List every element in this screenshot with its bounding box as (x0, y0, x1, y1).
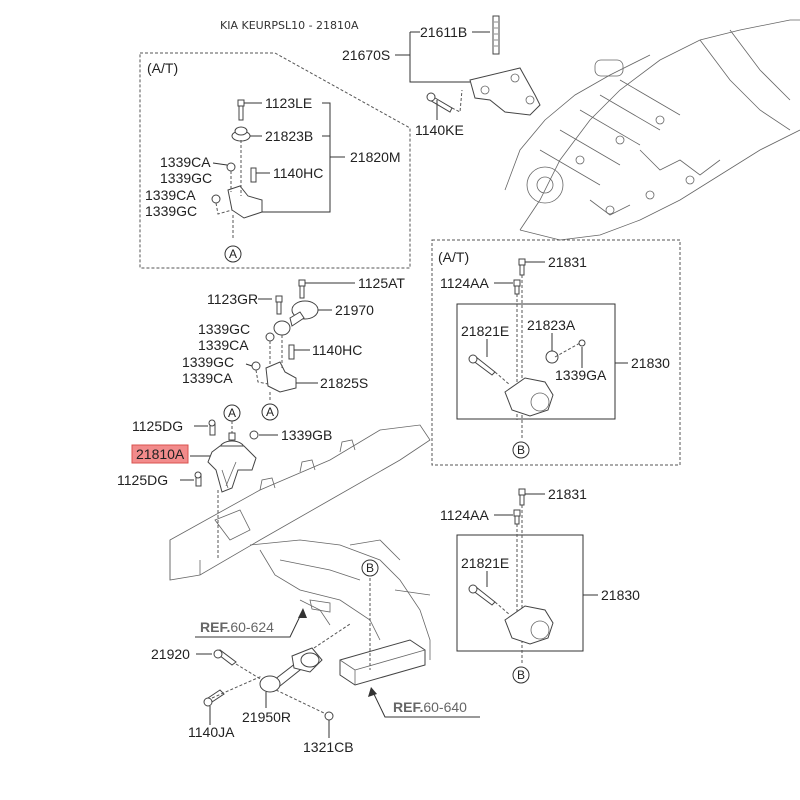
at-label-top-left: (A/T) (147, 60, 178, 76)
label-21831-1: 21831 (548, 254, 587, 270)
mount-21830-box-2 (456, 534, 584, 652)
ref-prefix-2: REF. (393, 699, 423, 715)
ref-prefix-1: REF. (200, 619, 230, 635)
label-21611B: 21611B (420, 24, 467, 40)
callout-a-circle-2 (261, 403, 279, 421)
label-21821E-1: 21821E (461, 323, 509, 339)
label-1125DG-2: 1125DG (117, 472, 168, 488)
ref-60-624[interactable]: REF.60-624 (200, 619, 274, 635)
engine-mount-21810A-part (194, 419, 259, 493)
label-1339CA-4: 1339CA (182, 370, 233, 386)
label-21823B: 21823B (265, 128, 313, 144)
label-21823A: 21823A (527, 317, 576, 333)
label-1125AT: 1125AT (358, 275, 405, 291)
label-1339GC-2: 1339GC (145, 203, 197, 219)
subframe-illustration (169, 424, 431, 686)
diagram-title: KIA KEURPSL10 - 21810A (220, 19, 359, 32)
label-1124AA-1: 1124AA (440, 275, 489, 291)
roll-rod-21950R-assembly (203, 623, 351, 721)
at-label-right: (A/T) (438, 249, 469, 265)
callout-a-1: A (229, 247, 237, 261)
label-1124AA-2: 1124AA (440, 507, 489, 523)
callout-b-1: B (366, 561, 374, 575)
label-1339GB: 1339GB (281, 427, 332, 443)
callout-a-3: A (228, 406, 236, 420)
label-1321CB: 1321CB (303, 739, 354, 755)
highlight-21810A[interactable] (131, 444, 189, 464)
mount-21830-box-1 (456, 303, 616, 420)
callout-b-3: B (517, 668, 525, 682)
label-1339GC-3: 1339GC (198, 321, 250, 337)
callout-b-circle-2 (512, 441, 530, 459)
at-box-right (431, 239, 681, 466)
ref-60-640[interactable]: REF.60-640 (393, 699, 467, 715)
label-21970: 21970 (335, 302, 374, 318)
label-1339CA-1: 1339CA (160, 154, 211, 170)
callout-a-2: A (266, 405, 274, 419)
label-21825S: 21825S (320, 375, 368, 391)
callout-b-2: B (517, 443, 525, 457)
label-1339GC-1: 1339GC (160, 170, 212, 186)
label-1339GA: 1339GA (555, 367, 607, 383)
ref-code-2: 60-640 (423, 699, 467, 715)
label-21830-2: 21830 (601, 587, 640, 603)
engine-block-illustration (504, 19, 800, 241)
label-1123GR: 1123GR (207, 291, 258, 307)
label-21831-2: 21831 (548, 486, 587, 502)
label-21830-1: 21830 (631, 355, 670, 371)
label-1339CA-2: 1339CA (145, 187, 196, 203)
label-1123LE: 1123LE (265, 95, 312, 111)
callout-b-circle-1 (361, 559, 379, 577)
label-21670S: 21670S (342, 47, 390, 63)
callout-a-circle-1 (224, 245, 242, 263)
ref-code-1: 60-624 (230, 619, 274, 635)
label-1140HC-1: 1140HC (273, 165, 323, 181)
label-21950R: 21950R (242, 709, 291, 725)
label-1140KE: 1140KE (415, 122, 464, 138)
callout-b-circle-3 (512, 666, 530, 684)
label-1339CA-3: 1339CA (198, 337, 249, 353)
label-1125DG-1: 1125DG (132, 418, 183, 434)
label-21920: 21920 (151, 646, 190, 662)
bracket-21820M-assembly (211, 99, 263, 240)
label-1339GC-4: 1339GC (182, 354, 234, 370)
label-1140JA: 1140JA (188, 724, 235, 740)
label-21821E-2: 21821E (461, 555, 509, 571)
bolt-1140KE-part (426, 92, 453, 113)
label-1140HC-2: 1140HC (312, 342, 362, 358)
label-21810A[interactable]: 21810A (136, 446, 185, 462)
transmission-mount-21830-part-1 (468, 258, 586, 438)
torque-rod-21970-assembly (251, 279, 319, 402)
label-21820M: 21820M (350, 149, 401, 165)
transmission-mount-21830-part-2 (468, 488, 554, 665)
engine-bracket-21670S-part (469, 15, 541, 116)
at-box-top-left (139, 52, 411, 269)
